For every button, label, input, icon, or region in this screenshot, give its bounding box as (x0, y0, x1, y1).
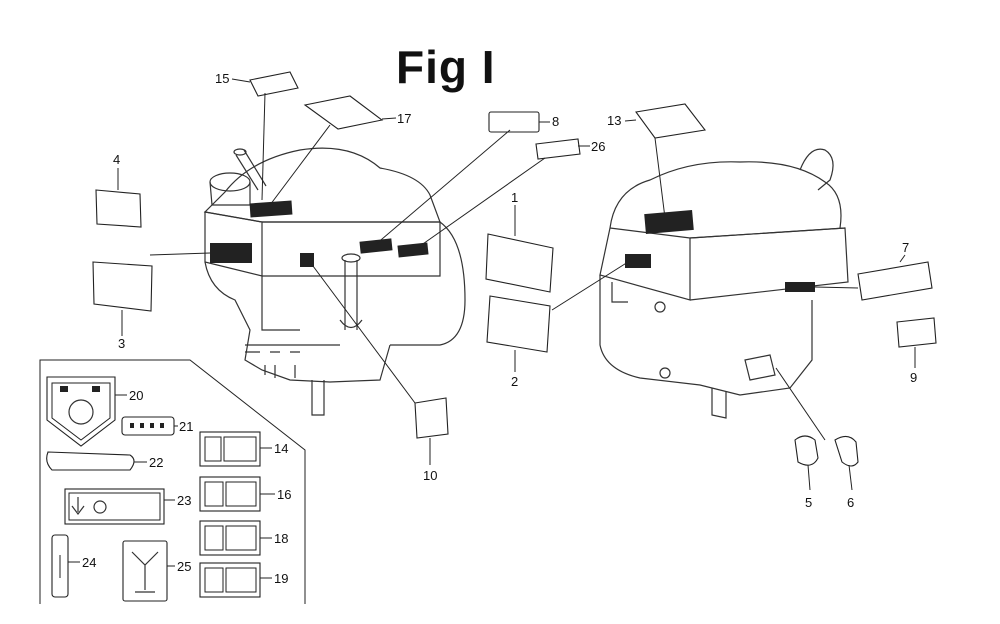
callout-8: 8 (552, 114, 559, 129)
callout-1: 1 (511, 190, 518, 205)
decal-patch (625, 254, 651, 268)
part-14 (199, 431, 261, 467)
callout-10: 10 (423, 468, 437, 483)
part-6 (834, 435, 859, 467)
part-10 (414, 397, 449, 439)
decal-patch (359, 238, 393, 254)
callout-25: 25 (177, 559, 191, 574)
callout-labels: 15 17 4 3 8 26 1 2 13 7 9 10 5 6 20 21 2… (82, 71, 917, 586)
callout-14: 14 (274, 441, 288, 456)
callout-2: 2 (511, 374, 518, 389)
callout-18: 18 (274, 531, 288, 546)
part-3 (92, 261, 153, 312)
part-9 (896, 317, 937, 348)
inset-panel (39, 359, 306, 604)
callout-23: 23 (177, 493, 191, 508)
callout-7: 7 (902, 240, 909, 255)
part-16 (199, 476, 261, 512)
left-engine (203, 147, 466, 416)
figure-title: Fig I (396, 41, 496, 93)
part-20 (46, 376, 116, 447)
part-17 (303, 95, 384, 130)
callout-20: 20 (129, 388, 143, 403)
part-4 (95, 189, 142, 228)
decal-patch (397, 242, 429, 258)
part-22 (46, 451, 135, 471)
part-5 (794, 435, 819, 466)
part-7 (857, 261, 933, 301)
part-1 (485, 233, 554, 293)
callout-17: 17 (397, 111, 411, 126)
callout-3: 3 (118, 336, 125, 351)
part-18 (199, 520, 261, 556)
callout-16: 16 (277, 487, 291, 502)
callout-13: 13 (607, 113, 621, 128)
leader-lines (117, 78, 916, 491)
decal-patch (249, 200, 293, 218)
part-2 (486, 295, 551, 353)
part-26 (535, 138, 581, 160)
callout-4: 4 (113, 152, 120, 167)
callout-21: 21 (179, 419, 193, 434)
right-engine (599, 148, 849, 419)
callout-19: 19 (274, 571, 288, 586)
part-15 (249, 71, 299, 97)
callout-24: 24 (82, 555, 96, 570)
part-21 (121, 416, 175, 436)
callout-5: 5 (805, 495, 812, 510)
part-19 (199, 562, 261, 598)
part-13 (635, 103, 706, 139)
decal-patch (644, 209, 694, 235)
callout-15: 15 (215, 71, 229, 86)
callout-9: 9 (910, 370, 917, 385)
part-23 (64, 488, 165, 525)
decal-patch (785, 282, 815, 292)
decal-patch (210, 243, 252, 263)
callout-22: 22 (149, 455, 163, 470)
callout-6: 6 (847, 495, 854, 510)
part-8 (488, 111, 540, 133)
callout-26: 26 (591, 139, 605, 154)
